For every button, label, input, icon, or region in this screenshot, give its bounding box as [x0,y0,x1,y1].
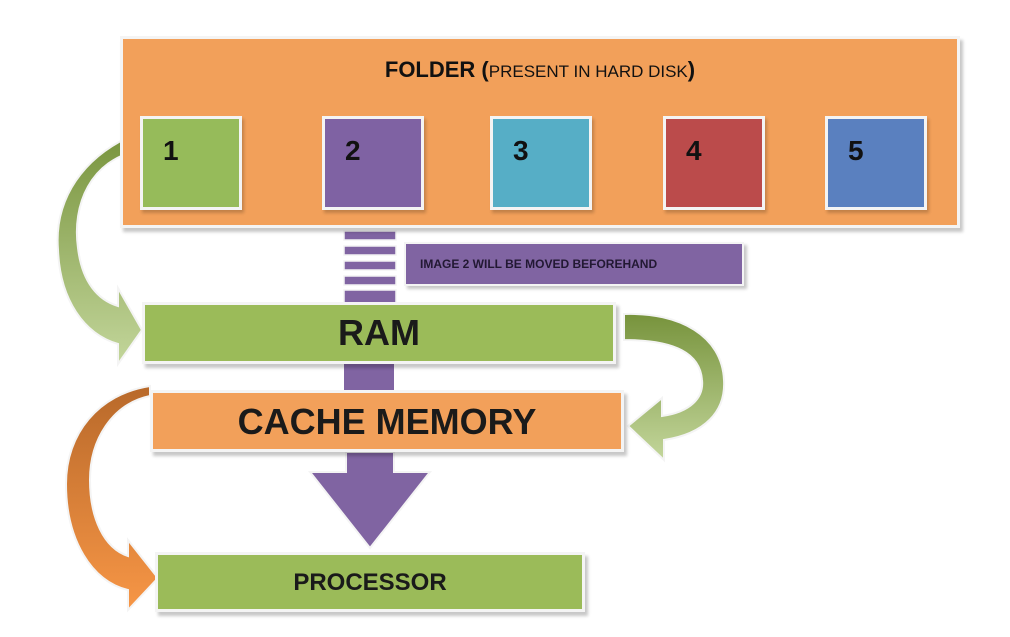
folder-title-text: FOLDER ( [384,57,489,82]
dashed-purple-connector [343,230,397,305]
processor-box: PROCESSOR [155,552,585,612]
folder-item-1: 1 [140,116,242,210]
folder-item-3: 3 [490,116,592,210]
note-label: IMAGE 2 WILL BE MOVED BEFOREHAND [404,242,744,286]
folder-item-label: 5 [848,135,864,166]
folder-title: FOLDER (PRESENT IN HARD DISK) [123,57,957,83]
folder-panel: FOLDER (PRESENT IN HARD DISK) [120,36,960,228]
folder-item-2: 2 [322,116,424,210]
ram-box: RAM [142,302,616,364]
curved-arrow-folder-to-ram [56,130,144,368]
folder-item-label: 4 [686,135,702,166]
curved-arrow-ram-to-cache [623,312,726,463]
folder-item-label: 3 [513,135,529,166]
folder-item-4: 4 [663,116,765,210]
folder-item-label: 1 [163,135,179,166]
folder-item-5: 5 [825,116,927,210]
folder-subtitle: PRESENT IN HARD DISK [488,62,688,81]
folder-item-label: 2 [345,135,361,166]
folder-title-close: ) [687,57,696,82]
down-arrow-to-processor [307,364,433,550]
cache-memory-box: CACHE MEMORY [150,390,624,452]
curved-arrow-cache-to-processor [64,384,160,613]
